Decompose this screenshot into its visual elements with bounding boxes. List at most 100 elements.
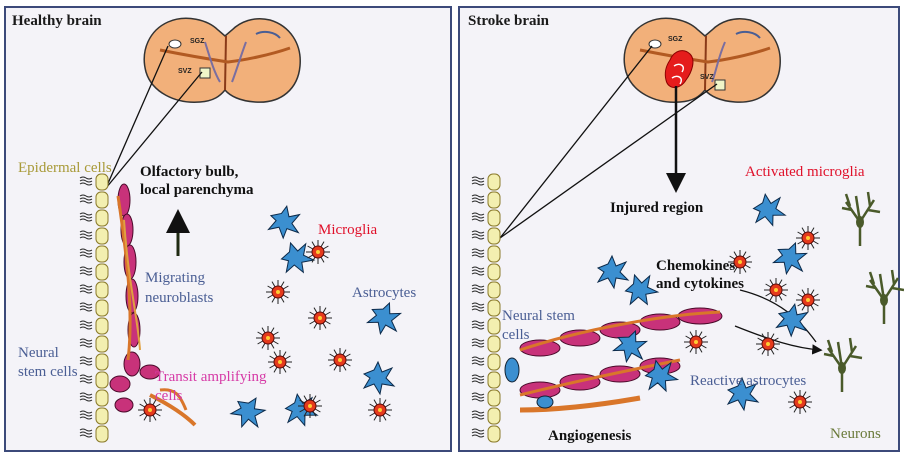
microglia-cell [788,390,812,414]
microglia-cell [796,288,820,312]
microglia-cell [368,398,392,422]
injured-region-label: Injured region [610,200,703,217]
neurons-label: Neurons [830,426,881,443]
cilium [472,339,484,341]
cilium [80,399,92,401]
cilium [80,291,92,293]
healthy-brain-title: Healthy brain [12,13,102,30]
epidermal-cell [96,318,108,334]
cilium [80,231,92,233]
epidermal-cells-label: Epidermal cells [18,160,112,177]
epidermal-cell [488,318,500,334]
astrocyte-cell [621,269,660,309]
epidermal-cell [96,192,108,208]
cilium [472,198,484,200]
cilium [472,432,484,434]
cilium [80,309,92,311]
cilium [472,342,484,344]
astrocyte-cell [277,237,316,277]
cilium [472,363,484,365]
cilium [80,414,92,416]
epidermal-cell [96,390,108,406]
epidermal-cell [96,264,108,280]
cilium [472,216,484,218]
cilium [80,381,92,383]
cilium [80,342,92,344]
astrocyte-cell [598,256,628,288]
cilium [80,216,92,218]
cilium [80,177,92,179]
cilium [80,249,92,251]
cilium [472,399,484,401]
cilium [80,255,92,257]
cilium [80,213,92,215]
cilium [472,417,484,419]
chemokines-line2: and cytokines [656,276,744,293]
cilium [80,237,92,239]
cilium [80,417,92,419]
cilium [80,180,92,182]
cilium [472,375,484,377]
cilium [472,255,484,257]
cilium [80,378,92,380]
cilium [472,249,484,251]
cilium [80,324,92,326]
cilium [472,381,484,383]
epidermal-cell [96,282,108,298]
cilium [80,195,92,197]
microglia-cell [764,278,788,302]
epidermal-cell [96,372,108,388]
cilium [472,435,484,437]
epidermal-cell [96,426,108,442]
epidermal-cell-column-right [488,174,500,442]
epidermal-cell [488,390,500,406]
cilium [472,360,484,362]
transit-amplifying-line1: Transit amplifying [155,369,267,386]
svz-label-right: SVZ [700,74,714,82]
astrocyte-cell [267,204,302,241]
activated-microglia-label: Activated microglia [745,164,865,181]
cilium [472,219,484,221]
cilium [472,306,484,308]
cilium [472,396,484,398]
cilium [472,252,484,254]
neuron-cell [824,338,862,392]
migrating-neuroblasts-line1: Migrating [145,270,205,287]
neural-stem-cells-right-line1: Neural stem [502,308,575,325]
cilium [472,357,484,359]
astrocyte-cell [751,191,786,228]
microglia-cell [796,226,820,250]
epidermal-cell [488,426,500,442]
neuron-cell [842,192,880,246]
microglia-cell [256,326,280,350]
astrocyte-cell [364,362,394,394]
microglia-cell [308,306,332,330]
epidermal-cell-column [96,174,108,442]
cilium [80,360,92,362]
olfactory-bulb-line1: Olfactory bulb, [140,164,238,181]
neurons [824,192,904,392]
cilium [472,324,484,326]
cilium [472,291,484,293]
astrocyte-cell [228,391,270,434]
cilium [472,201,484,203]
epidermal-cell [488,372,500,388]
epidermal-cell [488,246,500,262]
cilium [80,252,92,254]
cilium [80,357,92,359]
cilia-left [80,177,92,437]
cilium [472,378,484,380]
cilium [80,219,92,221]
cilium [472,414,484,416]
cilium [80,198,92,200]
neural-stem-cells-right-line2: cells [502,327,530,344]
cilium [472,327,484,329]
epidermal-cell [96,408,108,424]
cilium [472,429,484,431]
cilium [80,396,92,398]
cilium [80,288,92,290]
cilium [472,285,484,287]
cilium [80,267,92,269]
epidermal-cell [488,228,500,244]
